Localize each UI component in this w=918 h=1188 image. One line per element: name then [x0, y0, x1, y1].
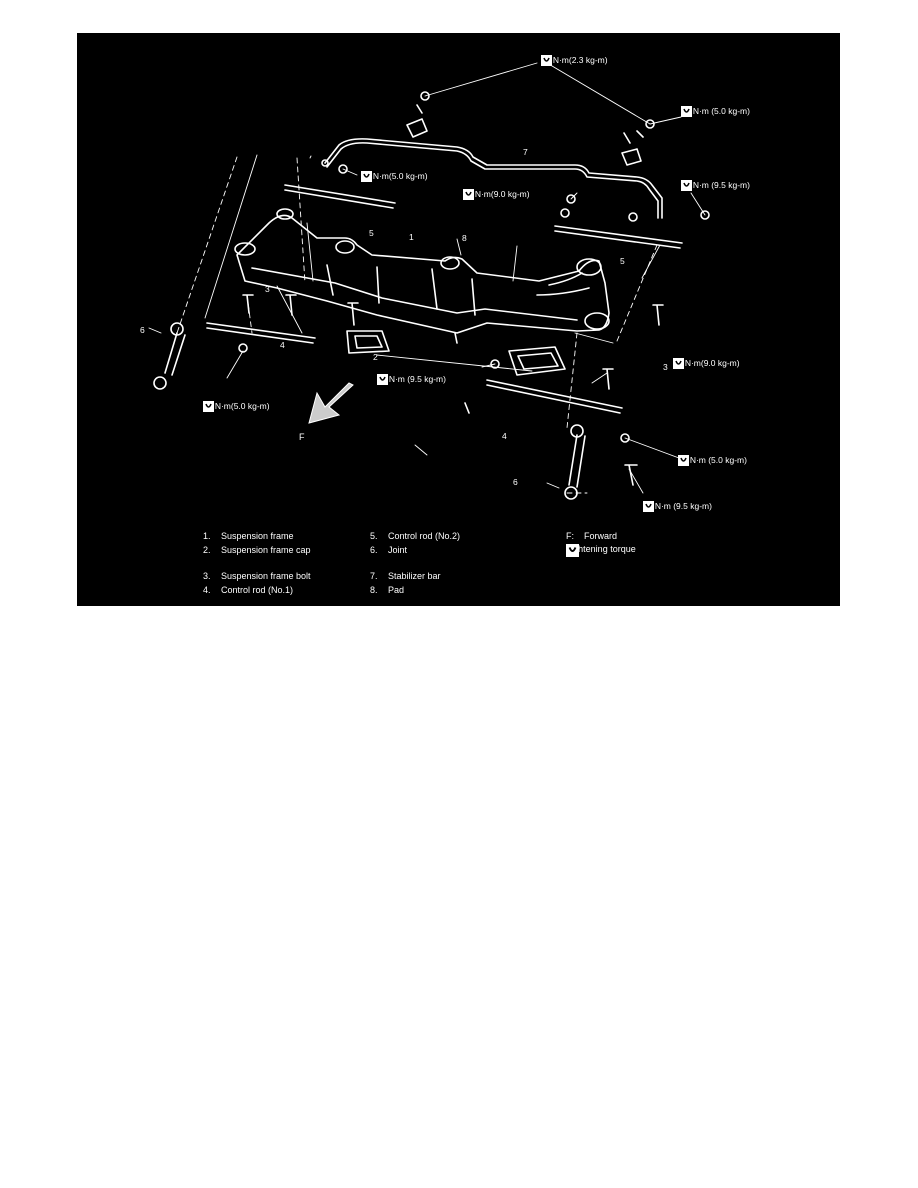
callout-5-right: 5: [620, 256, 625, 266]
joint-left: [164, 332, 186, 376]
tightening-torque-icon: [361, 171, 372, 182]
legend-item-8: 8.Pad: [370, 585, 405, 595]
joint-right: [568, 434, 586, 488]
torque-label-4: 95 N·m (9.5 kg-m): [681, 180, 750, 191]
forward-arrow-icon: [308, 382, 354, 424]
tightening-torque-icon: [643, 501, 654, 512]
legend-item-forward: F:Forward: [566, 531, 618, 541]
callout-3-left: 3: [265, 284, 270, 294]
tightening-torque-icon: [566, 544, 579, 557]
tightening-torque-icon: [541, 55, 552, 66]
tightening-torque-icon: [678, 455, 689, 466]
forward-label: F: [299, 432, 305, 442]
tightening-torque-icon: [673, 358, 684, 369]
diagram-figure: 23 N·m(2.3 kg-m) 50 N·m (5.0 kg-m) 50 N·…: [77, 33, 840, 606]
callout-3-right: 3: [663, 362, 668, 372]
stabilizer-bar: [324, 138, 663, 219]
tightening-torque-icon: [203, 401, 214, 412]
legend-item-3: 3.Suspension frame bolt: [203, 571, 311, 581]
torque-label-7: 90 N·m(9.0 kg-m): [673, 358, 740, 369]
torque-label-8: 50 N·m(5.0 kg-m): [203, 401, 270, 412]
callout-1: 1: [409, 232, 414, 242]
torque-label-3: 50 N·m(5.0 kg-m): [361, 171, 428, 182]
callout-6-right: 6: [513, 477, 518, 487]
legend-torque-key: Tightening torque: [566, 544, 636, 557]
tightening-torque-icon: [463, 189, 474, 200]
tightening-torque-icon: [377, 374, 388, 385]
callout-8: 8: [462, 233, 467, 243]
callout-5-upper: 5: [369, 228, 374, 238]
control-rod-1-left: [206, 322, 316, 339]
legend-item-1: 1.Suspension frame: [203, 531, 294, 541]
tightening-torque-icon: [681, 106, 692, 117]
callout-7: 7: [523, 147, 528, 157]
callout-4-right: 4: [502, 431, 507, 441]
frame-bolts: [242, 294, 664, 486]
legend-item-5: 5.Control rod (No.2): [370, 531, 461, 541]
control-rod-2-upper: [284, 184, 396, 204]
torque-label-1: 23 N·m(2.3 kg-m): [541, 55, 608, 66]
frame-cap-left: [346, 330, 390, 354]
callout-2: 2: [373, 352, 378, 362]
control-rod-2-right: [554, 225, 683, 244]
suspension-drawing: [148, 62, 710, 500]
torque-label-10: 95 N·m (9.5 kg-m): [643, 501, 712, 512]
torque-label-2: 50 N·m (5.0 kg-m): [681, 106, 750, 117]
torque-label-6: 95 N·m (9.5 kg-m): [377, 374, 446, 385]
legend-item-2: 2.Suspension frame cap: [203, 545, 311, 555]
legend-item-7: 7.Stabilizer bar: [370, 571, 441, 581]
callout-6-left: 6: [140, 325, 145, 335]
legend-item-6: 6.Joint: [370, 545, 408, 555]
control-rod-1-right: [486, 379, 623, 409]
torque-label-9: 50 N·m (5.0 kg-m): [678, 455, 747, 466]
frame-cap-right: [508, 346, 566, 376]
legend-item-4: 4.Control rod (No.1): [203, 585, 294, 595]
tightening-torque-icon: [681, 180, 692, 191]
callout-4-left: 4: [280, 340, 285, 350]
torque-label-5: 90 N·m(9.0 kg-m): [463, 189, 530, 200]
